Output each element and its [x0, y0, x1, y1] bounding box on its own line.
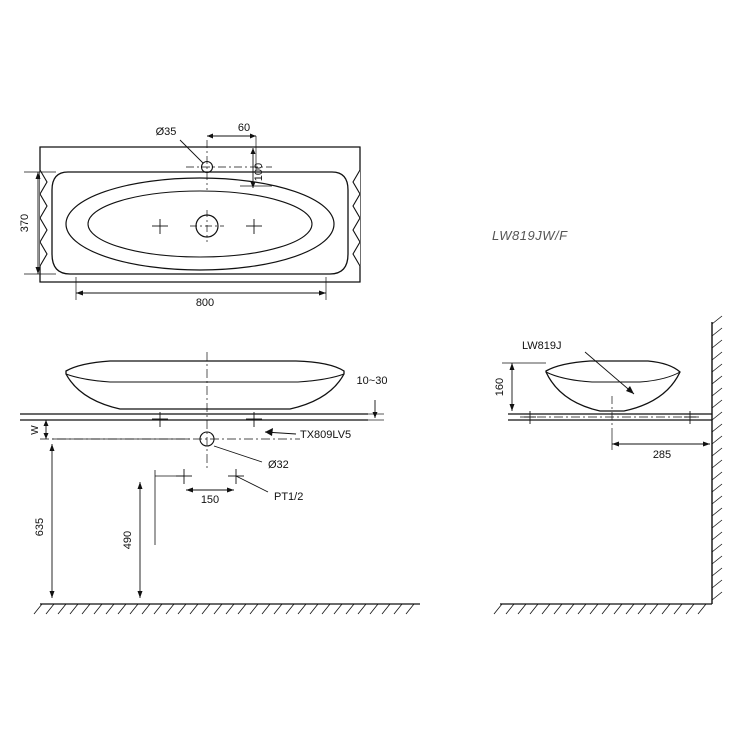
basin-callout-leader: [584, 351, 635, 395]
dim-635-label: 635: [34, 518, 46, 536]
side-floor-hatch: [493, 603, 707, 615]
basin-rim-ellipse: [65, 177, 335, 271]
drain-callout-arrow: [265, 428, 273, 436]
break-line-left: [39, 147, 48, 282]
dim-w: W: [30, 420, 49, 439]
dim-60-label: 60: [238, 122, 250, 134]
side-basin-profile: [545, 360, 681, 412]
trap-dia-label: Ø32: [268, 459, 289, 471]
dim-370: 370: [19, 171, 56, 275]
dim-100-label: 100: [253, 163, 265, 181]
dim-160-label: 160: [494, 378, 506, 396]
basin-bowl-ellipse: [87, 190, 313, 258]
dim-285: 285: [611, 428, 710, 461]
side-section-view: LW819J 160 285: [493, 315, 723, 615]
dim-10-30-label: 10~30: [357, 375, 388, 387]
model-label: LW819JW/F: [492, 228, 568, 243]
supply-marks: [152, 412, 262, 427]
dim-10-30: 10~30: [357, 375, 388, 421]
floor-hatch: [33, 603, 415, 615]
dim-635: 635: [34, 438, 190, 598]
dim-370-label: 370: [19, 214, 31, 232]
trap-dia-leader: [213, 445, 263, 463]
dim-800-label: 800: [196, 297, 214, 309]
dim-w-label: W: [30, 425, 41, 435]
break-line-right: [352, 147, 361, 282]
dim-490: 490: [122, 482, 143, 598]
thread-leader: [235, 475, 269, 493]
basin-profile: [65, 360, 345, 410]
basin-outer-body: [51, 171, 349, 275]
drain-part-label: TX809LV5: [300, 429, 351, 441]
water-supply-marks: [176, 469, 244, 484]
dim-150: 150: [186, 487, 234, 506]
dim-160: 160: [494, 362, 546, 411]
side-basin-rim: [545, 371, 681, 383]
dim-285-label: 285: [653, 449, 671, 461]
front-elevation-view: TX809LV5 10~30 Ø32 PT1/2: [20, 352, 420, 615]
dim-60: 60: [207, 122, 257, 170]
hole-dia-label: Ø35: [156, 126, 177, 138]
dim-800: 800: [75, 277, 327, 309]
basin-part-label: LW819J: [522, 340, 562, 352]
hole-dia-leader: [179, 139, 204, 164]
wall-hatch: [711, 315, 723, 601]
side-fix-marks: [524, 411, 696, 424]
overflow-marks: [152, 219, 262, 234]
basin-rim-line: [65, 373, 345, 383]
dim-150-label: 150: [201, 494, 219, 506]
thread-label: PT1/2: [274, 491, 303, 503]
plan-view: Ø35 60 100: [19, 122, 361, 309]
basin-callout-arrow: [626, 386, 634, 394]
dim-490-label: 490: [122, 531, 134, 549]
dim-100: 100: [240, 148, 272, 188]
